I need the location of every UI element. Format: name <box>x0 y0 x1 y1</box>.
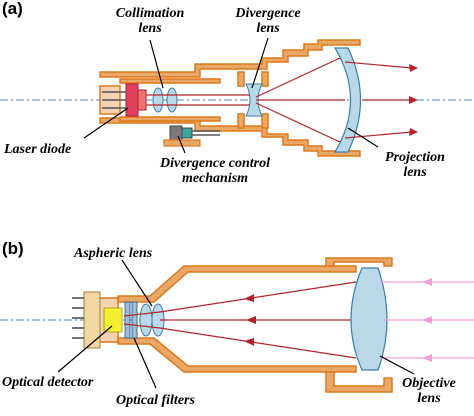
detector-pins <box>72 291 101 349</box>
projection-lens-label-line1: Projection <box>385 150 445 165</box>
objective-lens-label: Objective lens <box>392 376 466 406</box>
projection-lens-label-line2: lens <box>403 165 427 180</box>
beam-b-converging <box>123 281 357 359</box>
projection-lens <box>333 47 361 153</box>
collimation-lens-label-line1: Collimation <box>115 6 185 21</box>
optical-filters-label: Optical filters <box>116 393 195 408</box>
output-arrowheads <box>409 64 418 136</box>
collimation-lens-label: Collimation lens <box>95 6 205 36</box>
optical-detector-label: Optical detector <box>2 375 94 390</box>
divergence-lens-label: Divergence lens <box>215 6 321 36</box>
panel-a-tag: (a) <box>2 0 23 18</box>
collimation-lens-label-line2: lens <box>138 21 162 36</box>
panel-b-tag: (b) <box>2 239 24 258</box>
collimation-lens <box>152 87 178 113</box>
divergence-control-label: Divergence control mechanism <box>135 156 295 186</box>
divergence-control-label-line1: Divergence control <box>159 156 271 171</box>
objective-lens <box>350 267 388 371</box>
divergence-control-label-line2: mechanism <box>181 171 249 186</box>
incoming-arrowheads <box>422 278 432 362</box>
optical-detector <box>103 307 123 333</box>
panel-b <box>0 257 474 393</box>
divergence-control-mechanism <box>163 125 220 147</box>
panel-a <box>0 37 474 157</box>
pointers-b <box>57 259 415 389</box>
projection-lens-label: Projection lens <box>370 150 460 180</box>
laser-diode <box>102 83 147 117</box>
output-beams <box>344 61 413 139</box>
divergence-lens-label-line1: Divergence <box>235 6 301 21</box>
aspheric-lens-label: Aspheric lens <box>74 246 153 261</box>
beam-a-inner <box>146 94 250 106</box>
objective-lens-label-line1: Objective <box>402 376 456 391</box>
beam-b-arrowheads <box>244 294 256 346</box>
pointers-a <box>83 37 379 154</box>
beam-a-diverging <box>255 57 345 143</box>
objective-lens-label-line2: lens <box>417 391 441 406</box>
laser-diode-label: Laser diode <box>4 142 72 157</box>
divergence-lens-label-line2: lens <box>256 21 280 36</box>
divergence-lens <box>245 83 263 117</box>
